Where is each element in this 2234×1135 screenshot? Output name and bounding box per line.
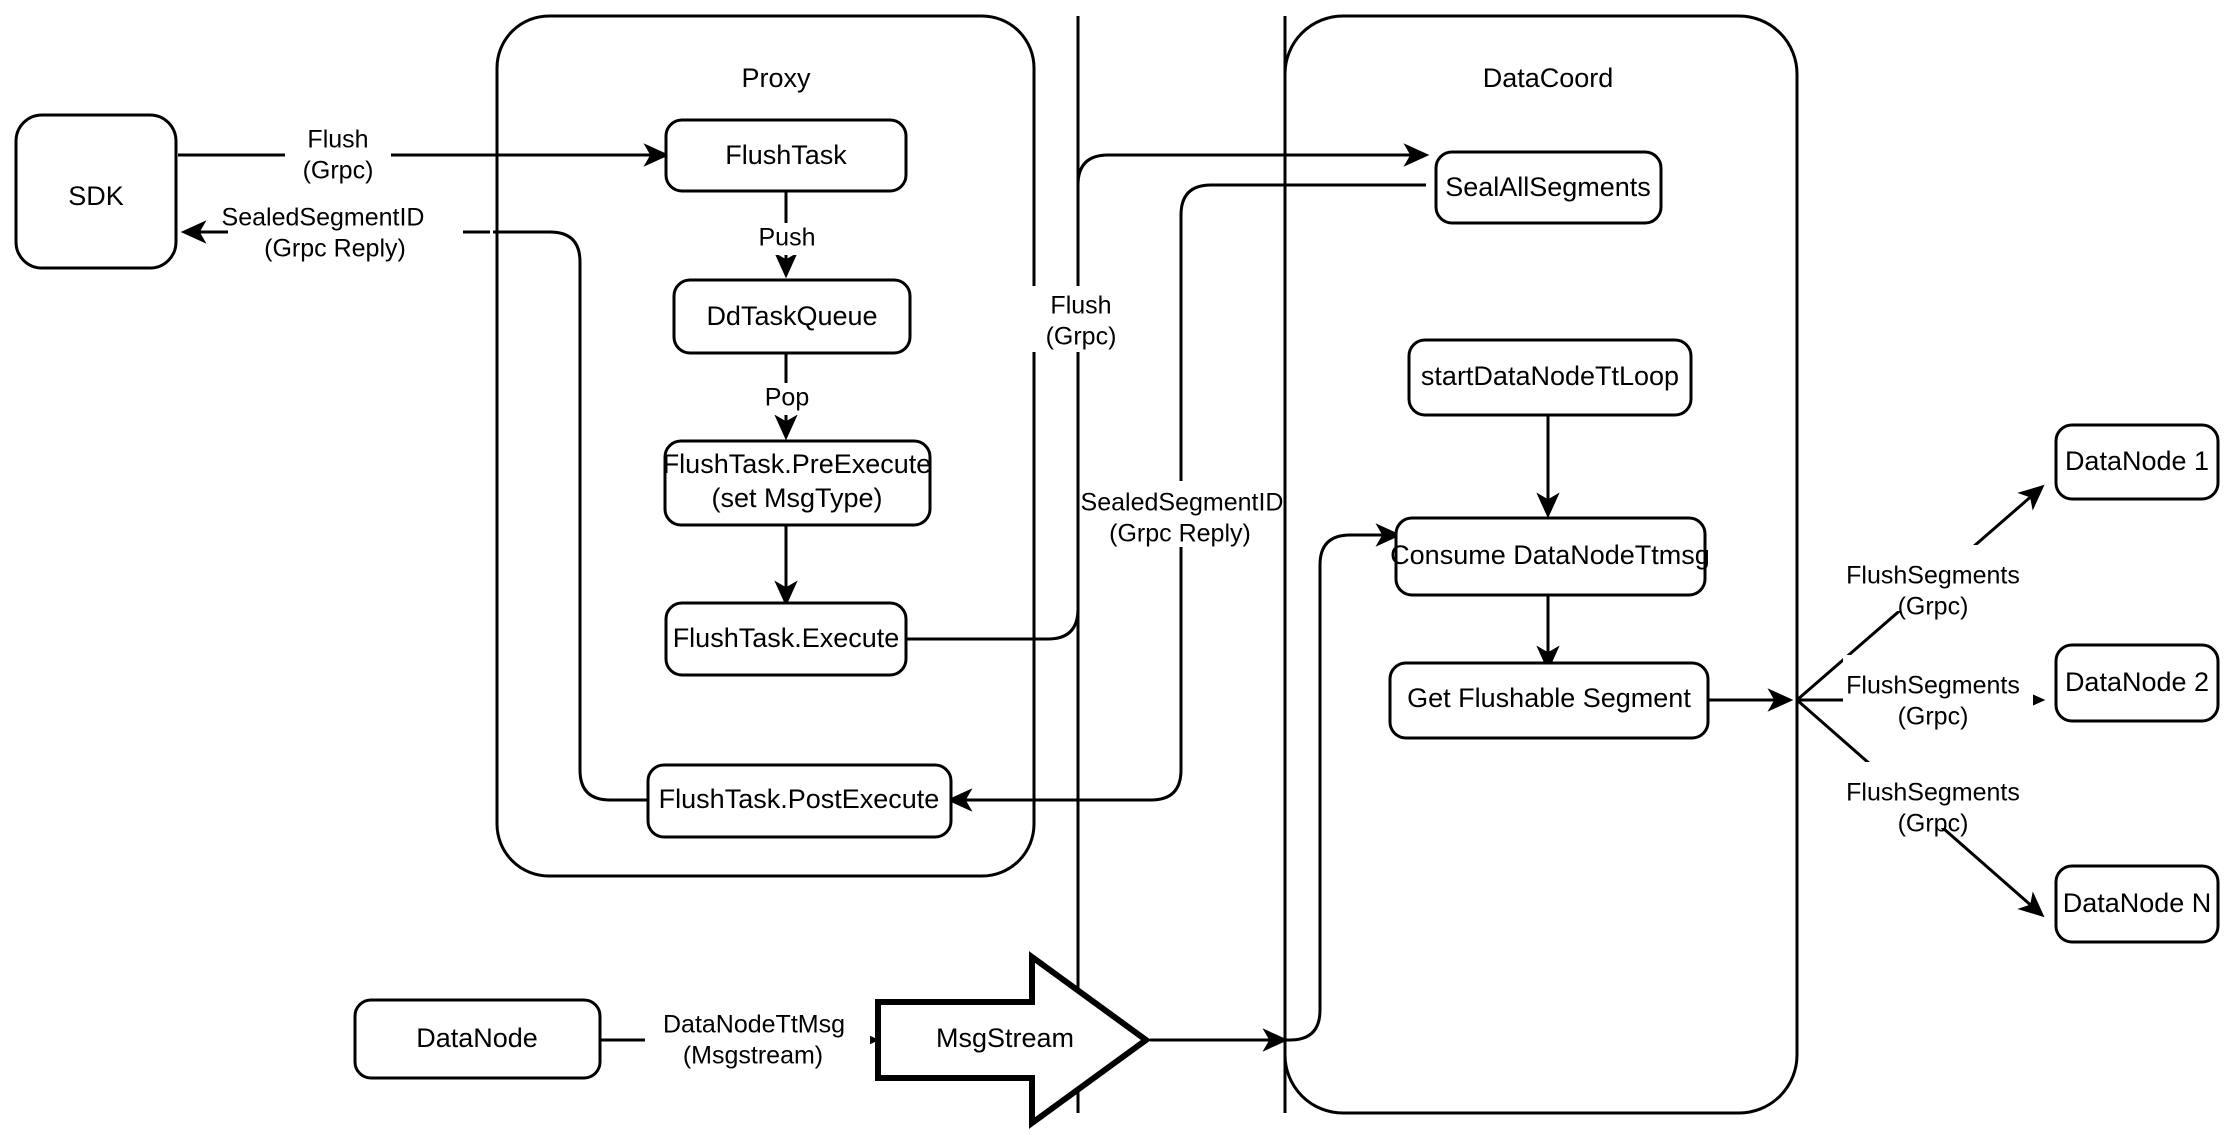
edge-execute-to-sealallsegments xyxy=(906,143,1430,641)
flushsegments-2-line1: FlushSegments xyxy=(1846,672,2020,700)
consume-datanodettmsg-box[interactable] xyxy=(1394,516,1707,597)
node-startdatanodettloop[interactable]: startDataNodeTtLoop xyxy=(1407,338,1693,417)
node-flushtask[interactable]: FlushTask xyxy=(664,118,908,193)
edge-label-proxy-sealedsegmentid: SealedSegmentID (Grpc Reply) xyxy=(222,196,463,263)
execute-box[interactable] xyxy=(664,601,908,677)
proxy-dc-flush-line1: Flush xyxy=(1050,292,1111,320)
flushsegments-1-line2: (Grpc) xyxy=(1898,593,1969,621)
pop-label: Pop xyxy=(765,384,809,412)
consume-datanodettmsg-label: Consume DataNodeTtmsg xyxy=(1390,540,1710,570)
node-consume-datanodettmsg[interactable]: Consume DataNodeTtmsg xyxy=(1390,516,1710,597)
preexecute-label-line2: (set MsgType) xyxy=(711,483,882,513)
ddtaskqueue-box[interactable] xyxy=(672,278,912,355)
preexecute-box[interactable] xyxy=(663,439,932,527)
msgstream-arrow-shape[interactable] xyxy=(875,951,1152,1129)
edge-label-pop: Pop xyxy=(755,383,820,415)
startdatanodettloop-box[interactable] xyxy=(1407,338,1693,417)
datanode-2-box[interactable] xyxy=(2054,643,2220,723)
proxy-sealedsegmentid-line2: (Grpc Reply) xyxy=(264,235,406,263)
label-bg xyxy=(1080,481,1272,547)
flushsegments-2-line2: (Grpc) xyxy=(1898,703,1969,731)
datanode-2-label: DataNode 2 xyxy=(2065,667,2209,697)
flushsegments-n-line2: (Grpc) xyxy=(1898,810,1969,838)
label-bg xyxy=(1843,762,2033,828)
sealallsegments-label: SealAllSegments xyxy=(1445,172,1651,202)
node-preexecute[interactable]: FlushTask.PreExecute (set MsgType) xyxy=(663,439,932,527)
label-bg xyxy=(1843,545,2033,611)
label-bg xyxy=(755,383,820,415)
container-proxy: Proxy xyxy=(495,14,1036,878)
msgstream-label: MsgStream xyxy=(936,1023,1074,1053)
node-sealallsegments[interactable]: SealAllSegments xyxy=(1434,150,1663,225)
datanode-1-label: DataNode 1 xyxy=(2065,446,2209,476)
edge-label-flushsegments-n: FlushSegments (Grpc) xyxy=(1843,762,2033,838)
label-bg xyxy=(285,120,391,186)
flushsegments-1-line1: FlushSegments xyxy=(1846,562,2020,590)
node-execute[interactable]: FlushTask.Execute xyxy=(664,601,908,677)
proxy-title: Proxy xyxy=(741,63,811,93)
edge-postexecute-to-sdk-path xyxy=(493,230,650,802)
label-bg xyxy=(748,223,826,255)
flushtask-box[interactable] xyxy=(664,118,908,193)
push-label: Push xyxy=(759,224,816,252)
sdk-flush-label-line1: Flush xyxy=(307,126,368,154)
dc-proxy-sealedsegmentid-line2: (Grpc Reply) xyxy=(1109,520,1251,548)
node-datanode-1[interactable]: DataNode 1 xyxy=(2054,423,2220,501)
label-bg xyxy=(1843,655,2033,721)
datanode-n-box[interactable] xyxy=(2054,864,2220,944)
postexecute-label: FlushTask.PostExecute xyxy=(659,784,940,814)
edge-label-flushsegments-1: FlushSegments (Grpc) xyxy=(1843,545,2033,621)
get-flushable-segment-label: Get Flushable Segment xyxy=(1407,683,1691,713)
sdk-flush-label-line2: (Grpc) xyxy=(303,157,374,185)
proxy-container-outline xyxy=(495,14,1036,878)
proxy-dc-flush-line2: (Grpc) xyxy=(1046,323,1117,351)
preexecute-label-line1: FlushTask.PreExecute xyxy=(663,449,932,479)
label-bg xyxy=(228,196,463,262)
get-flushable-segment-box[interactable] xyxy=(1388,661,1710,740)
node-get-flushable-segment[interactable]: Get Flushable Segment xyxy=(1388,661,1710,740)
node-sdk[interactable]: SDK xyxy=(14,113,178,270)
flushsegments-n-line1: FlushSegments xyxy=(1846,779,2020,807)
datanode-1-box[interactable] xyxy=(2054,423,2220,501)
datacoord-title: DataCoord xyxy=(1483,63,1614,93)
node-datanode-n[interactable]: DataNode N xyxy=(2054,864,2220,944)
datanode-source-label: DataNode xyxy=(416,1023,538,1053)
startdatanodettloop-label: startDataNodeTtLoop xyxy=(1421,361,1679,391)
node-postexecute[interactable]: FlushTask.PostExecute xyxy=(646,763,953,839)
ddtaskqueue-label: DdTaskQueue xyxy=(706,301,877,331)
node-ddtaskqueue[interactable]: DdTaskQueue xyxy=(672,278,912,355)
sealallsegments-box[interactable] xyxy=(1434,150,1663,225)
datanodettmsg-line2: (Msgstream) xyxy=(683,1042,823,1070)
proxy-sealedsegmentid-line1: SealedSegmentID xyxy=(222,204,425,232)
edge-datacoord-edge-to-consume xyxy=(1285,523,1402,1042)
label-bg xyxy=(645,1005,870,1071)
datanode-n-label: DataNode N xyxy=(2063,888,2212,918)
node-datanode-2[interactable]: DataNode 2 xyxy=(2054,643,2220,723)
datanode-source-box[interactable] xyxy=(353,998,602,1080)
sdk-label: SDK xyxy=(68,181,124,211)
datanodettmsg-line1: DataNodeTtMsg xyxy=(663,1011,845,1039)
sdk-box[interactable] xyxy=(14,113,178,270)
postexecute-box[interactable] xyxy=(646,763,953,839)
dc-proxy-sealedsegmentid-line1: SealedSegmentID xyxy=(1081,489,1284,517)
edge-label-sdk-flush: Flush (Grpc) xyxy=(285,120,391,186)
edge-label-datacoord-to-proxy-sealedsegmentid: SealedSegmentID (Grpc Reply) xyxy=(1080,481,1283,548)
node-msgstream[interactable]: MsgStream xyxy=(875,951,1152,1129)
edge-label-push: Push xyxy=(748,223,826,255)
edge-label-proxy-to-datacoord-flush: Flush (Grpc) xyxy=(1028,286,1134,352)
edge-label-datanodettmsg: DataNodeTtMsg (Msgstream) xyxy=(645,1005,870,1071)
execute-label: FlushTask.Execute xyxy=(673,623,900,653)
edge-label-flushsegments-2: FlushSegments (Grpc) xyxy=(1843,655,2033,731)
label-bg xyxy=(1028,286,1134,352)
flushtask-label: FlushTask xyxy=(725,140,847,170)
node-datanode-source[interactable]: DataNode xyxy=(353,998,602,1080)
